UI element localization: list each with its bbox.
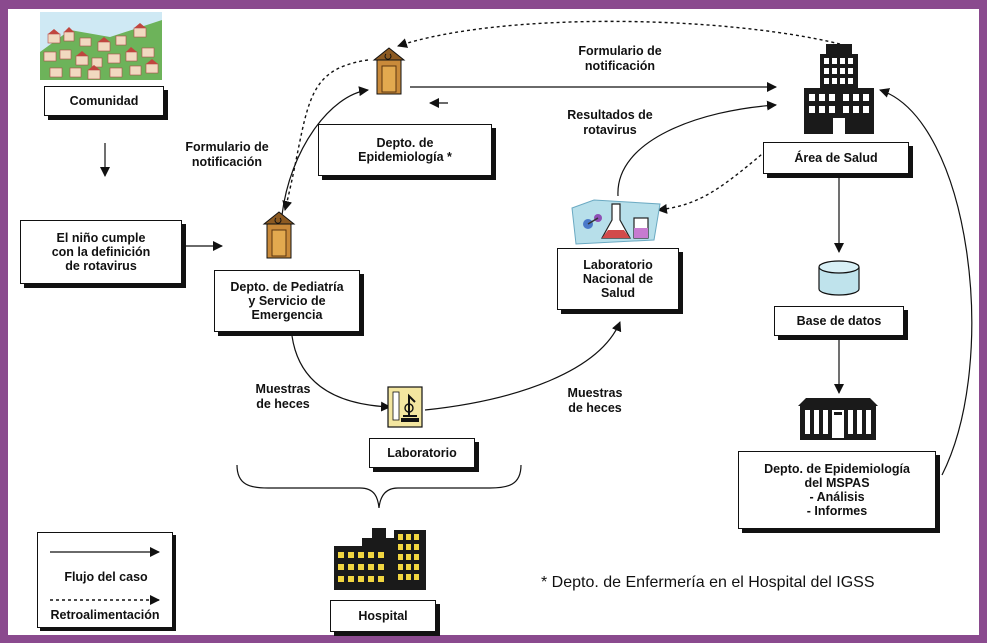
lns-box: Laboratorio Nacional de Salud bbox=[557, 248, 679, 310]
outhouse-epidemiologia-icon bbox=[372, 47, 406, 95]
arrow-mspas-area bbox=[879, 88, 973, 476]
formulario-left-label: Formulario de notificación bbox=[185, 140, 269, 169]
community-houses-icon bbox=[40, 12, 162, 80]
office-building-icon bbox=[804, 44, 874, 134]
arrow-pediatria-epi bbox=[281, 86, 369, 216]
muestras-right-label: Muestras de heces bbox=[567, 386, 623, 415]
pediatria-box: Depto. de Pediatría y Servicio de Emerge… bbox=[214, 270, 360, 332]
muestras-left-label: Muestras de heces bbox=[255, 382, 311, 411]
comunidad-box: Comunidad bbox=[44, 86, 164, 116]
feedback-area-epi bbox=[397, 20, 841, 48]
area-salud-box: Área de Salud bbox=[763, 142, 909, 174]
base-datos-box: Base de datos bbox=[774, 306, 904, 336]
laboratorio-box: Laboratorio bbox=[369, 438, 475, 468]
hospital-brace bbox=[236, 464, 522, 509]
database-cylinder-icon bbox=[818, 260, 860, 296]
ministry-building-icon bbox=[798, 398, 878, 440]
epidemiologia-box: Depto. de Epidemiología * bbox=[318, 124, 492, 176]
nino-box: El niño cumple con la definición de rota… bbox=[20, 220, 182, 284]
feedback-epi-ped bbox=[282, 59, 369, 211]
legend-flujo-label: Flujo del caso bbox=[64, 570, 148, 584]
feedback-area-lns bbox=[657, 142, 776, 214]
arrow-ped-lab bbox=[291, 335, 391, 412]
legend-retro-label: Retroalimentación bbox=[50, 608, 160, 622]
arrow-lns-area bbox=[617, 100, 777, 197]
footnote: * Depto. de Enfermería en el Hospital de… bbox=[541, 574, 875, 591]
mspas-box: Depto. de Epidemiología del MSPAS - Anál… bbox=[738, 451, 936, 529]
arrow-lab-lns bbox=[424, 321, 622, 411]
lab-flasks-icon bbox=[571, 199, 661, 245]
outhouse-pediatria-icon bbox=[262, 211, 296, 259]
resultados-label: Resultados de rotavirus bbox=[567, 108, 653, 137]
formulario-top-label: Formulario de notificación bbox=[578, 44, 662, 73]
hospital-box: Hospital bbox=[330, 600, 436, 632]
hospital-building-icon bbox=[334, 528, 426, 590]
microscope-icon bbox=[387, 386, 423, 428]
